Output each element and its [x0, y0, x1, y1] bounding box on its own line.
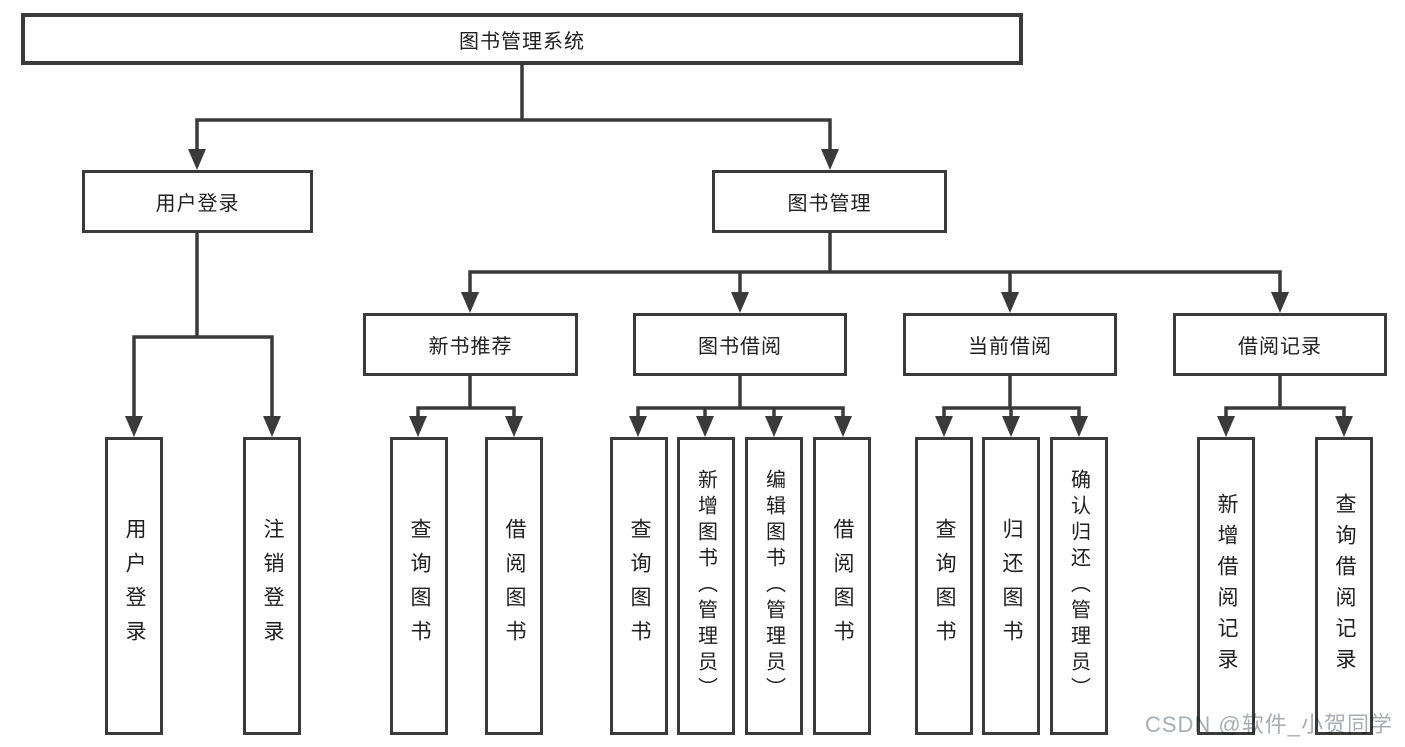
node-label: 借阅记录	[1238, 336, 1322, 358]
leaf-query-books-recommend: 查询图书	[390, 437, 448, 735]
node-label: 图书管理	[787, 193, 872, 215]
csdn-watermark: CSDN @软件_小贺同学	[1144, 712, 1393, 737]
node-library-management-system: 图书管理系统	[21, 13, 1023, 65]
node-label: 图书借阅	[698, 336, 782, 358]
leaf-label: 借阅图书	[831, 518, 854, 654]
leaf-logout: 注销登录	[243, 437, 301, 735]
node-new-book-recommend: 新书推荐	[363, 313, 578, 376]
leaf-borrow-books-recommend: 借阅图书	[485, 437, 543, 735]
leaf-add-books-admin: 新增图书（管理员）	[677, 437, 735, 735]
leaf-confirm-return-admin: 确认归还（管理员）	[1050, 437, 1108, 735]
leaf-query-borrow-record: 查询借阅记录	[1315, 437, 1373, 735]
node-label: 图书管理系统	[459, 30, 585, 53]
leaf-label: 新增借阅记录	[1215, 493, 1238, 679]
node-book-management: 图书管理	[712, 170, 947, 233]
leaf-user-login: 用户登录	[105, 437, 163, 735]
leaf-label: 查询图书	[628, 518, 651, 654]
leaf-label: 查询借阅记录	[1333, 493, 1356, 679]
node-label: 新书推荐	[428, 336, 513, 358]
leaf-label: 借阅图书	[503, 518, 526, 654]
node-book-borrow: 图书借阅	[633, 313, 847, 376]
leaf-label: 注销登录	[261, 518, 284, 654]
leaf-borrow-books: 借阅图书	[813, 437, 871, 735]
leaf-label: 用户登录	[123, 518, 146, 654]
node-user-login: 用户登录	[82, 170, 313, 233]
node-label: 当前借阅	[968, 336, 1052, 358]
leaf-label: 归还图书	[1000, 518, 1023, 654]
node-current-borrow: 当前借阅	[903, 313, 1117, 376]
leaf-return-books: 归还图书	[982, 437, 1040, 735]
leaf-query-books-current: 查询图书	[915, 437, 973, 735]
leaf-query-books-borrow: 查询图书	[610, 437, 668, 735]
leaf-edit-books-admin: 编辑图书（管理员）	[745, 437, 803, 735]
leaf-label: 编辑图书（管理员）	[762, 469, 785, 703]
leaf-label: 查询图书	[933, 518, 956, 654]
leaf-label: 查询图书	[408, 518, 431, 654]
leaf-label: 新增图书（管理员）	[694, 469, 717, 703]
node-borrow-records: 借阅记录	[1173, 313, 1387, 376]
node-label: 用户登录	[155, 193, 240, 215]
leaf-label: 确认归还（管理员）	[1067, 469, 1090, 703]
leaf-add-borrow-record: 新增借阅记录	[1197, 437, 1255, 735]
arrowheads	[125, 149, 1353, 437]
